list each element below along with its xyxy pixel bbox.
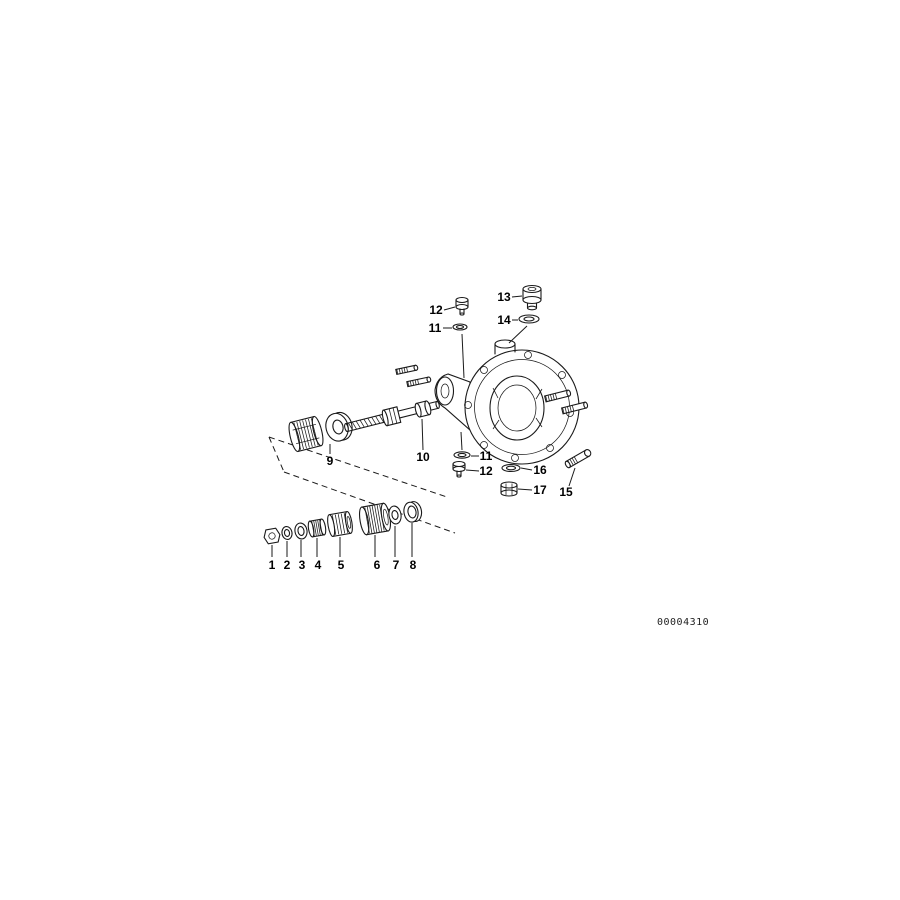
- callout-11-mid: 11: [480, 449, 493, 463]
- final-drive-cover-housing: [434, 339, 580, 465]
- part-11-washer-top: [452, 323, 468, 331]
- callout-15: 15: [559, 485, 573, 499]
- part-7-washer: [388, 505, 402, 525]
- callout-11-top: 11: [429, 321, 442, 335]
- part-15-pin: [564, 449, 592, 469]
- callout-5: 5: [338, 558, 345, 572]
- callout-14: 14: [497, 313, 511, 327]
- callout-6: 6: [374, 558, 381, 572]
- part-5-bearing: [327, 510, 353, 538]
- part-17-plug: [500, 481, 518, 497]
- part-11-washer-mid: [453, 451, 471, 459]
- callout-16: 16: [533, 463, 547, 477]
- callout-12-top: 12: [429, 303, 443, 317]
- part-9-bearing: [288, 415, 324, 453]
- mounting-stud: [395, 364, 419, 376]
- part-9-washer: [325, 411, 353, 442]
- part-3-washer: [294, 522, 308, 540]
- mounting-stud: [406, 376, 432, 388]
- part-12-screw-top: [455, 296, 469, 316]
- callout-labels: 12 11 13 14 9 10 11 12 16 17 15 1 2 3 4 …: [269, 290, 573, 572]
- callout-12-mid: 12: [479, 464, 493, 478]
- ring-gear-stud: [543, 389, 572, 403]
- callout-9: 9: [327, 454, 334, 468]
- part-8-washer: [403, 501, 423, 523]
- callout-7: 7: [393, 558, 400, 572]
- part-16-washer: [501, 463, 521, 473]
- leader-lines: [271, 295, 576, 557]
- callout-10: 10: [416, 450, 430, 464]
- callout-4: 4: [315, 558, 322, 572]
- part-6-ring-nut: [358, 502, 392, 536]
- part-10-nut: [414, 400, 432, 418]
- callout-3: 3: [299, 558, 306, 572]
- part-13-plug: [522, 284, 542, 311]
- callout-1: 1: [269, 558, 276, 572]
- drawing-number: 00004310: [657, 617, 709, 628]
- ring-gear-stud: [560, 401, 589, 415]
- callout-13: 13: [497, 290, 511, 304]
- callout-8: 8: [410, 558, 417, 572]
- callout-17: 17: [533, 483, 547, 497]
- drive-pinion-shaft: [344, 400, 440, 433]
- part-2-washer: [281, 525, 293, 541]
- part-12-screw-mid: [452, 460, 466, 478]
- part-1-nut: [263, 527, 281, 545]
- callout-2: 2: [284, 558, 291, 572]
- part-14-washer: [518, 314, 540, 324]
- part-4-splined-sleeve: [307, 518, 327, 538]
